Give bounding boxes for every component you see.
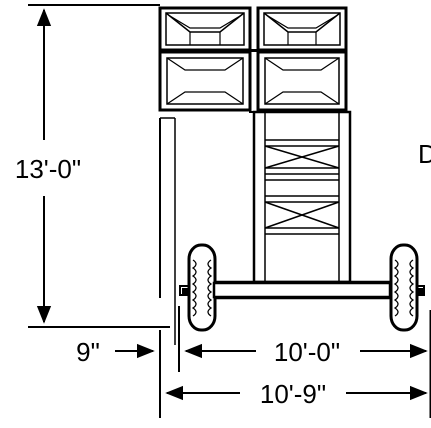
light-head-left [158,6,252,112]
cut-off-text: D [418,139,431,169]
light-bar-center-post [160,49,346,113]
lug-nut-right [418,288,424,294]
overall-width-dimension-label: 10'-9" [260,379,326,409]
tire-left [187,243,217,332]
lattice-mast [252,110,352,284]
offset-dimension-label: 9" [76,337,100,367]
lug-nut-left [182,288,188,294]
wheel-right [389,243,419,332]
height-dimension: 13'-0" [15,4,170,328]
bottom-dimensions: 9" 10'-0" 10'-9" [76,306,431,418]
height-dimension-label: 13'-0" [15,154,81,184]
wheel-track-dimension-label: 10'-0" [274,337,340,367]
light-head-right [256,6,348,112]
tire-right [389,243,419,332]
axle-beam-front [212,281,392,299]
wheel-left [187,243,217,332]
